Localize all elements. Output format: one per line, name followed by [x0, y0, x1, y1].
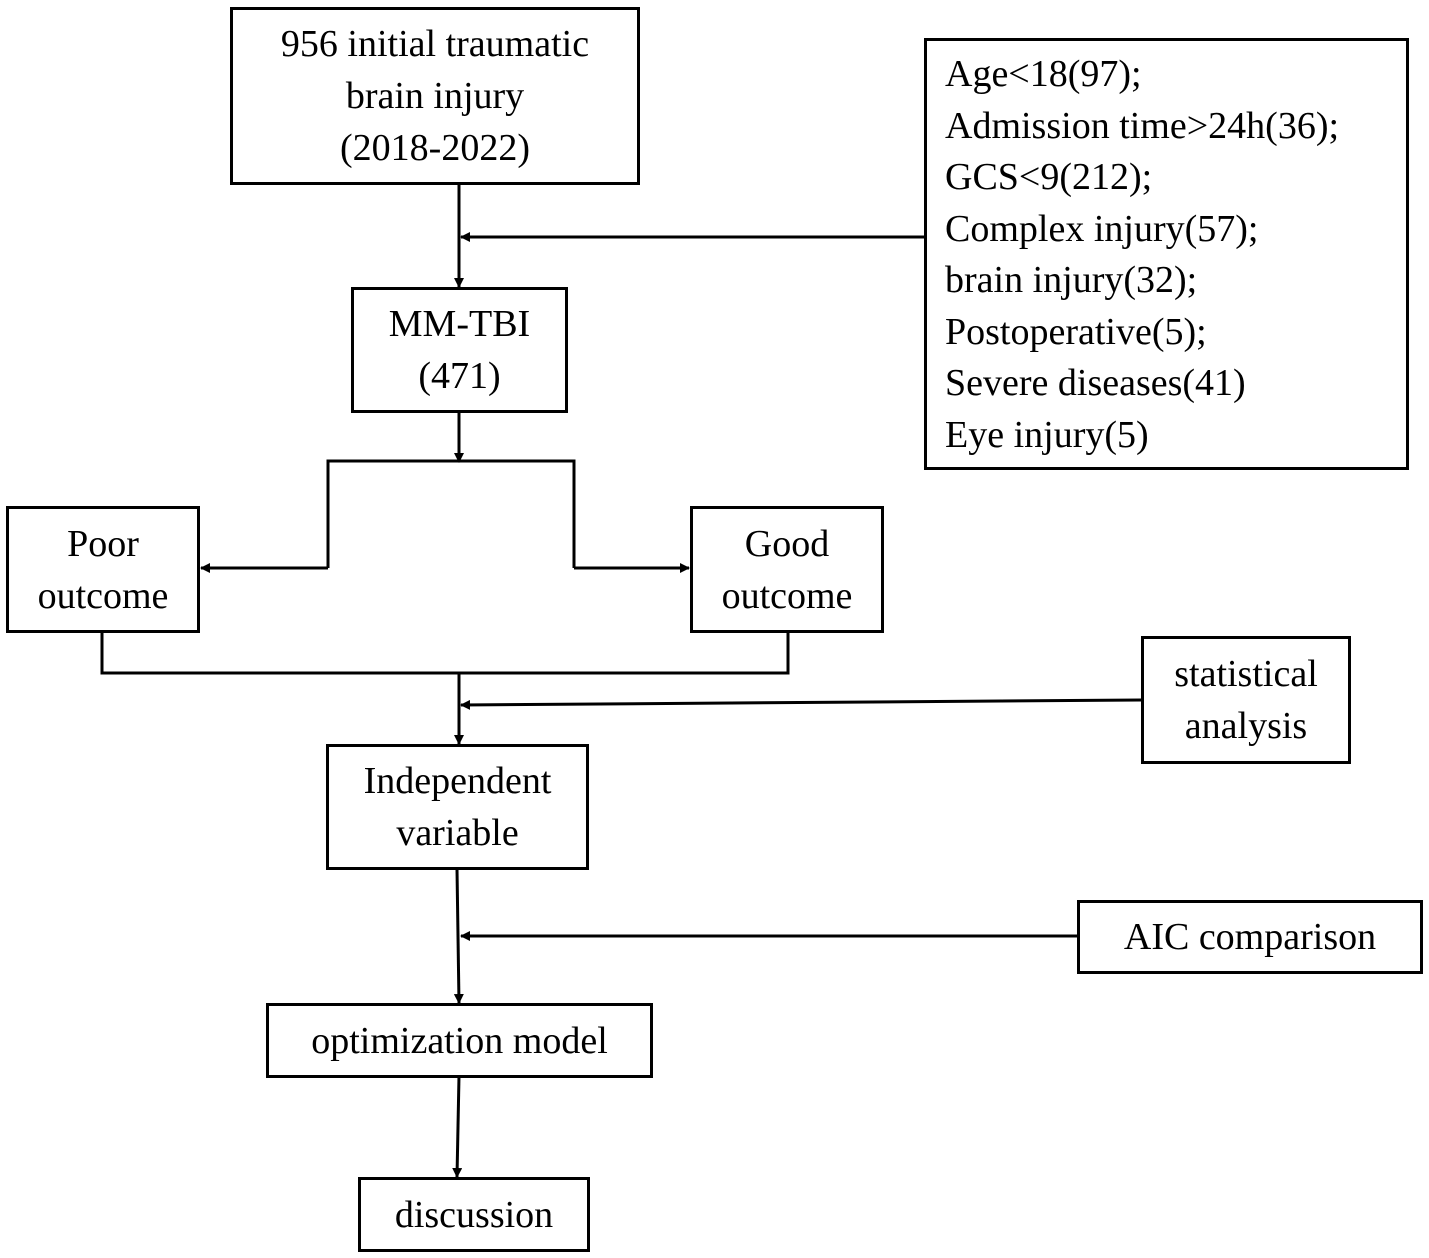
initial-cohort-line: 956 initial traumatic [280, 23, 590, 65]
mm-tbi-count: (471) [418, 355, 501, 397]
mm-tbi-label: MM-TBI [388, 303, 531, 345]
independent-variable-line: variable [396, 812, 519, 854]
exclusion-item: Age<18(97); [945, 53, 1142, 95]
exclusion-criteria-box: Age<18(97); Admission time>24h(36); GCS<… [924, 38, 1409, 470]
mm-tbi-box: MM-TBI (471) [351, 287, 568, 413]
good-outcome-line: outcome [721, 574, 853, 617]
split-connector-left [326, 459, 459, 568]
statistical-analysis-line: statistical [1174, 653, 1318, 695]
arrow-independent-to-optimization [453, 868, 464, 1004]
arrow-statistical-to-main [460, 698, 1142, 710]
aic-comparison-box: AIC comparison [1077, 900, 1423, 974]
initial-cohort-line: (2018-2022) [340, 127, 530, 169]
arrow-optimization-to-discussion [452, 1075, 463, 1178]
independent-variable-box: Independent variable [326, 744, 589, 870]
optimization-model-box: optimization model [266, 1003, 653, 1078]
statistical-analysis-line: analysis [1184, 705, 1308, 747]
exclusion-item: Admission time>24h(36); [945, 104, 1340, 147]
exclusion-item: Complex injury(57); [945, 207, 1259, 250]
good-outcome-line: Good [744, 522, 830, 565]
initial-cohort-line: brain injury [345, 75, 525, 117]
discussion-label: discussion [394, 1193, 554, 1236]
good-outcome-box: Good outcome [690, 506, 884, 633]
aic-comparison-label: AIC comparison [1123, 916, 1377, 958]
independent-variable-line: Independent [363, 760, 552, 802]
poor-outcome-line: outcome [37, 574, 169, 617]
discussion-box: discussion [358, 1177, 590, 1252]
statistical-analysis-box: statistical analysis [1141, 636, 1351, 764]
poor-outcome-line: Poor [67, 522, 139, 565]
exclusion-item: Eye injury(5) [945, 413, 1149, 456]
optimization-model-label: optimization model [311, 1019, 608, 1062]
split-connector-right [459, 459, 576, 568]
exclusion-item: Postoperative(5); [945, 310, 1207, 353]
poor-outcome-box: Poor outcome [6, 506, 200, 633]
exclusion-item: Severe diseases(41) [945, 362, 1246, 404]
exclusion-item: GCS<9(212); [945, 156, 1153, 198]
exclusion-item: brain injury(32); [945, 259, 1198, 301]
merge-connector [100, 632, 790, 675]
initial-cohort-box: 956 initial traumatic brain injury (2018… [230, 7, 640, 185]
